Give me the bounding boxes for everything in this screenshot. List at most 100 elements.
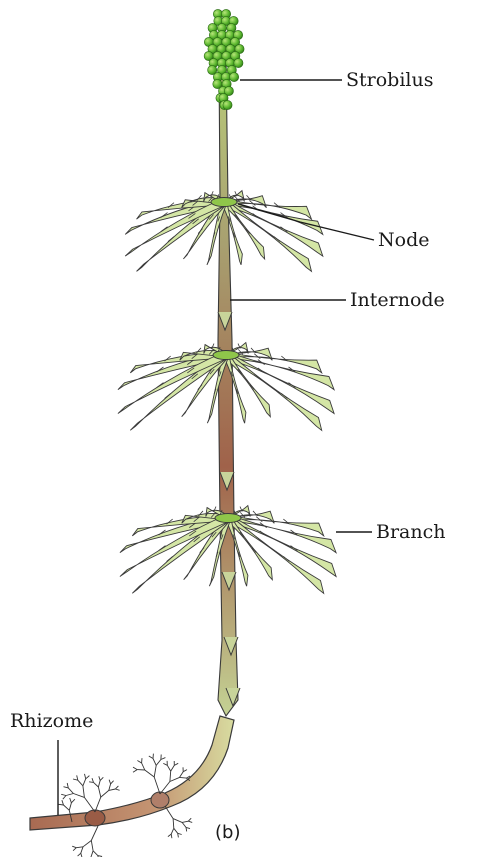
rhizome-group xyxy=(30,716,234,857)
root xyxy=(161,758,166,760)
root xyxy=(156,760,161,766)
root xyxy=(180,777,187,778)
root xyxy=(95,797,101,812)
root xyxy=(109,789,116,790)
root xyxy=(167,765,170,771)
branch-segment xyxy=(249,200,255,205)
root xyxy=(67,783,68,788)
root xyxy=(171,834,172,838)
root xyxy=(165,806,173,819)
root xyxy=(73,794,84,798)
root xyxy=(76,847,83,848)
root xyxy=(137,761,141,764)
rhizome xyxy=(30,716,234,830)
root xyxy=(142,763,145,770)
sub-label: (b) xyxy=(215,822,240,843)
root xyxy=(83,786,85,798)
root xyxy=(182,821,188,822)
root xyxy=(68,788,73,794)
node-ring xyxy=(215,514,241,523)
root xyxy=(89,782,93,783)
root xyxy=(174,828,178,833)
root xyxy=(92,778,94,782)
root xyxy=(77,775,78,780)
root xyxy=(86,776,90,779)
root xyxy=(153,759,156,766)
root xyxy=(188,821,192,822)
root xyxy=(180,772,184,778)
root xyxy=(70,798,72,803)
root xyxy=(62,800,64,805)
root xyxy=(84,797,95,812)
strobilus xyxy=(204,9,244,109)
node-label: Node xyxy=(378,229,429,251)
branch-segment xyxy=(254,354,260,359)
root xyxy=(98,780,100,787)
root xyxy=(109,780,111,784)
root xyxy=(111,781,114,784)
root xyxy=(71,799,75,803)
root xyxy=(171,828,174,834)
root xyxy=(91,841,93,851)
root xyxy=(133,770,137,773)
root xyxy=(91,826,98,841)
root xyxy=(64,787,69,788)
root xyxy=(173,819,174,829)
root xyxy=(69,803,71,811)
strobilus-bead xyxy=(230,72,239,81)
root xyxy=(101,790,109,797)
leader-lines xyxy=(58,80,374,815)
rhizome-node-1 xyxy=(85,810,105,826)
root xyxy=(63,796,66,800)
internode-label: Internode xyxy=(350,289,445,311)
branch-label: Branch xyxy=(376,521,446,543)
root xyxy=(183,770,187,772)
branch xyxy=(227,515,336,553)
root xyxy=(72,846,76,848)
rhizome-label: Rhizome xyxy=(10,710,93,732)
root xyxy=(93,851,98,856)
root xyxy=(61,794,66,795)
root xyxy=(133,767,137,770)
node-ring xyxy=(211,198,237,207)
root xyxy=(78,853,81,856)
root xyxy=(78,780,83,786)
root xyxy=(188,818,191,821)
node-ring xyxy=(213,351,239,360)
root xyxy=(173,819,182,823)
root xyxy=(163,763,167,765)
root xyxy=(182,822,186,827)
root xyxy=(109,784,111,791)
root xyxy=(91,851,93,857)
strobilus-label: Strobilus xyxy=(346,69,433,91)
root xyxy=(94,782,99,787)
root xyxy=(145,770,154,777)
root xyxy=(81,847,83,853)
rhizome-node-2 xyxy=(151,792,169,808)
root xyxy=(154,777,160,794)
root xyxy=(168,834,171,837)
root xyxy=(115,789,119,790)
branch-segment xyxy=(256,517,262,522)
root xyxy=(85,774,86,779)
root xyxy=(99,776,100,780)
branch xyxy=(225,352,334,390)
root xyxy=(81,853,82,857)
root xyxy=(98,787,100,797)
root xyxy=(73,779,78,780)
root xyxy=(154,765,156,777)
root xyxy=(171,765,175,771)
root xyxy=(64,805,70,810)
root xyxy=(170,777,180,781)
root xyxy=(174,763,178,765)
root xyxy=(170,771,171,781)
root xyxy=(73,848,76,851)
root xyxy=(115,786,118,789)
root xyxy=(100,777,103,780)
root xyxy=(66,794,73,796)
strobilus-bead xyxy=(234,58,243,67)
root xyxy=(59,804,64,805)
root xyxy=(83,779,86,786)
strobilus-bead xyxy=(223,100,232,109)
